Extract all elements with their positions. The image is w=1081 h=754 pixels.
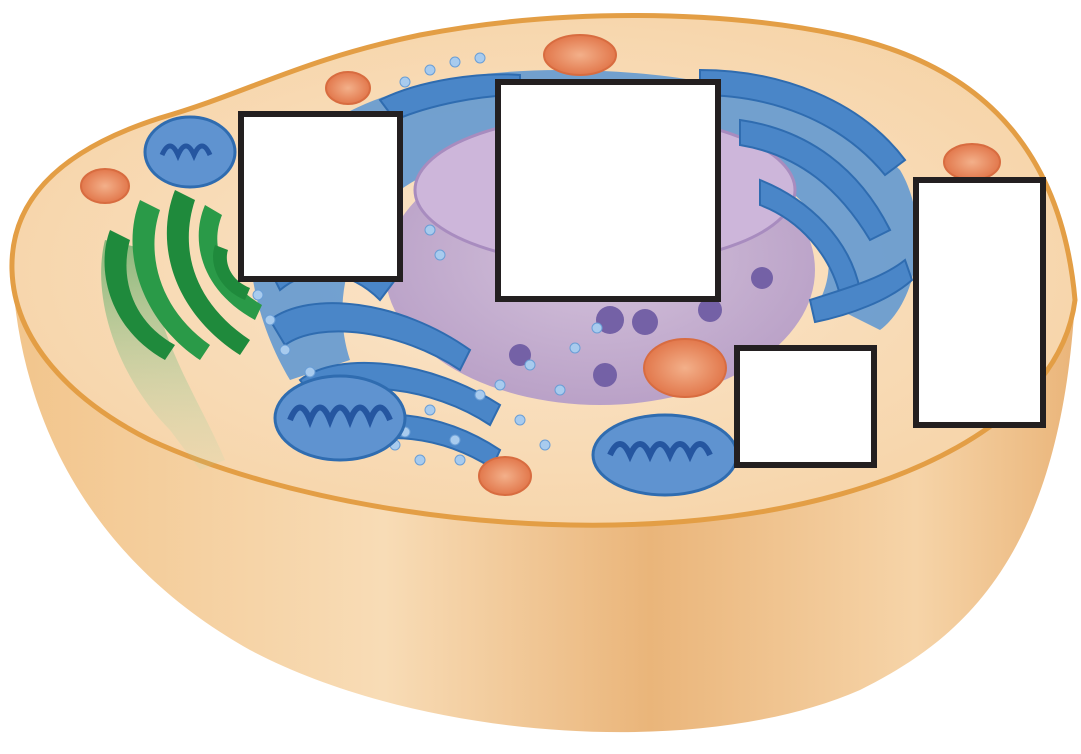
label-box-3[interactable] xyxy=(913,177,1046,428)
label-box-4-text xyxy=(740,351,871,363)
label-box-1[interactable] xyxy=(238,111,403,282)
label-box-4[interactable] xyxy=(734,345,877,468)
label-box-1-text xyxy=(244,117,397,129)
label-box-2[interactable] xyxy=(495,79,721,302)
label-box-3-text xyxy=(919,183,1040,195)
label-box-2-text xyxy=(501,85,715,97)
